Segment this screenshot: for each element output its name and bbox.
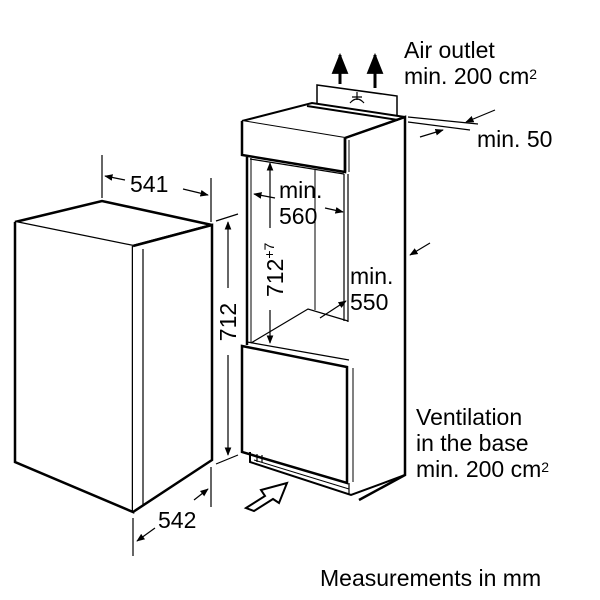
air-outlet-line2: min. 200 cm2 [404, 63, 537, 89]
niche-height-tolerance: +7 [261, 242, 278, 259]
air-outlet-line1: Air outlet [404, 37, 495, 63]
appliance-width-dimension [101, 155, 212, 222]
niche-width-label: min. 560 [279, 177, 322, 229]
niche-height-value: 712 [261, 258, 288, 297]
ventilation-sup: 2 [541, 459, 550, 475]
ventilation-line3: min. 200 cm2 [416, 456, 549, 482]
niche-width-line2: 560 [279, 203, 318, 229]
niche-depth-dimension [319, 242, 431, 319]
appliance-body [13, 199, 214, 514]
cabinet [240, 84, 407, 502]
ventilation-line2: in the base [416, 430, 529, 456]
niche-depth-label: min. 550 [350, 263, 393, 315]
appliance-depth-dimension [132, 467, 212, 556]
niche-width-line1: min. [279, 177, 323, 203]
niche-depth-line1: min. [350, 263, 394, 289]
ventilation-area: min. 200 cm [416, 456, 542, 482]
appliance-width-label: 541 [130, 171, 169, 197]
appliance-depth-label: 542 [158, 507, 197, 533]
ventilation-inlet-arrow [243, 481, 289, 513]
units-note: Measurements in mm [320, 565, 542, 591]
appliance-height-label: 712 [215, 301, 241, 343]
ventilation-label: Ventilation in the base min. 200 cm2 [416, 404, 549, 482]
niche-depth-line2: 550 [350, 289, 389, 315]
appliance-height-dimension [215, 213, 239, 465]
air-outlet-sup: 2 [529, 66, 538, 82]
air-outlet-label: Air outlet min. 200 cm2 [404, 37, 537, 89]
air-outlet-arrows [331, 52, 384, 88]
niche-height-label: 712+7 [257, 235, 288, 304]
ventilation-line1: Ventilation [416, 404, 523, 430]
top-gap-label: min. 50 [477, 126, 553, 152]
air-outlet-area: min. 200 cm [404, 63, 530, 89]
top-gap-dimension [407, 109, 496, 138]
niche-width-dimension [253, 192, 344, 214]
